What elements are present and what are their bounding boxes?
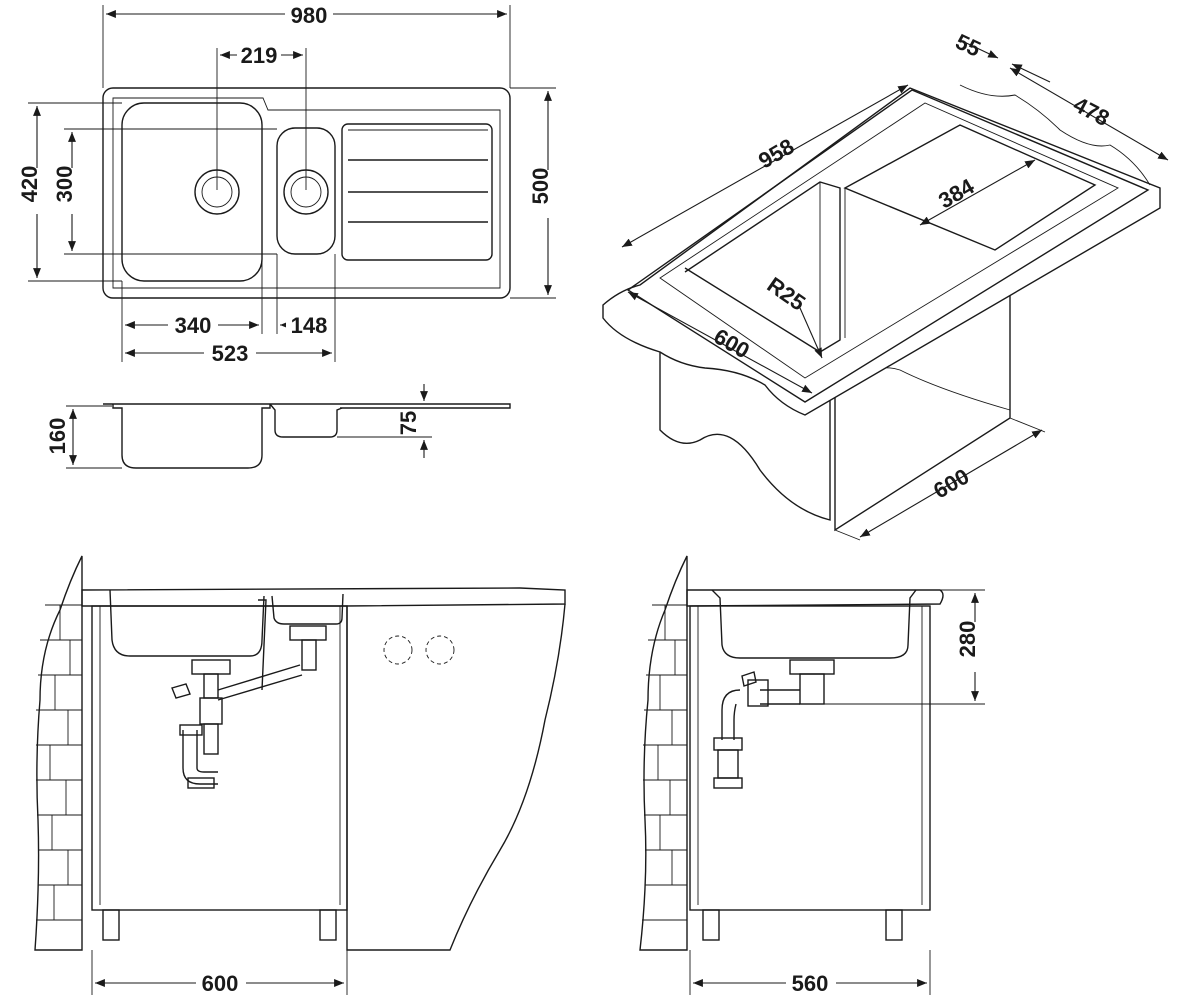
dim-560: 560 [792, 971, 829, 996]
dim-55: 55 [952, 29, 985, 62]
dim-980: 980 [291, 3, 328, 28]
dim-219: 219 [241, 43, 278, 68]
isometric-view: 55 478 958 384 R25 600 600 [602, 29, 1169, 541]
dim-340: 340 [175, 313, 212, 338]
small-bowl-section [269, 403, 343, 438]
dim-148: 148 [291, 313, 328, 338]
front-main-bowl [109, 589, 265, 657]
dim-600-front: 600 [202, 971, 239, 996]
brick-wall-side [639, 555, 688, 951]
sink-rim [112, 97, 501, 289]
front-install-view: 600 [34, 555, 566, 996]
top-view: 980 219 500 420 300 340 14 [17, 2, 560, 366]
iso-bowl-right [843, 124, 1097, 251]
side-section: 160 75 [45, 384, 511, 469]
cabinet-iso [659, 352, 831, 521]
main-bowl-section [112, 404, 271, 469]
cabinet-front [91, 605, 348, 911]
dim-420: 420 [17, 166, 42, 203]
dim-958: 958 [754, 133, 798, 173]
dim-75: 75 [396, 411, 421, 435]
dim-500: 500 [528, 168, 553, 205]
drainer [341, 123, 493, 261]
worktop [602, 87, 1161, 416]
hole-1 [383, 635, 413, 665]
plumbing-front [171, 599, 327, 789]
plumbing-side [713, 659, 835, 789]
cabinet-side [689, 605, 931, 911]
side-install-view: 280 560 [639, 555, 988, 996]
brick-wall-front [34, 555, 83, 951]
front-small-bowl [271, 593, 344, 625]
hole-2 [425, 635, 455, 665]
dim-300: 300 [52, 166, 77, 203]
worktop-front [81, 587, 566, 607]
dim-523: 523 [212, 341, 249, 366]
dim-478: 478 [1069, 92, 1113, 131]
dim-160: 160 [45, 418, 70, 455]
main-bowl [121, 102, 263, 282]
worktop-side [686, 589, 944, 607]
side-bowl [711, 589, 917, 659]
dim-280: 280 [955, 621, 980, 658]
sink-outline [102, 87, 511, 299]
dim-600-iso-cabinet: 600 [929, 463, 973, 503]
